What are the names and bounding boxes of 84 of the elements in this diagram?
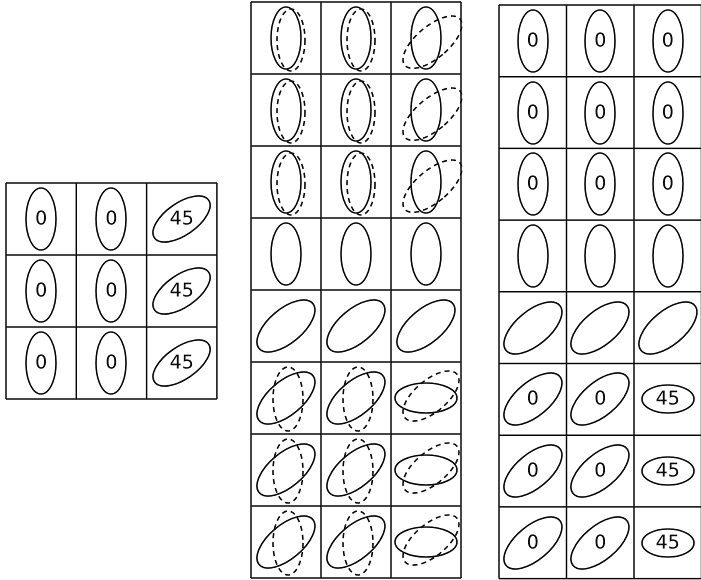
ellipse-node <box>270 78 302 142</box>
ellipse-node <box>640 456 695 486</box>
ellipse-node <box>516 224 549 288</box>
ellipse-node <box>340 78 372 142</box>
ellipse-node <box>652 224 684 288</box>
ellipse-node <box>652 80 684 145</box>
ellipse-node <box>502 444 563 498</box>
ellipse-node <box>256 443 316 497</box>
ellipse-node <box>340 6 372 70</box>
ellipse-node <box>340 222 372 286</box>
ellipse-node <box>326 443 386 497</box>
value-label: 0 <box>594 533 606 552</box>
value-label: 0 <box>105 210 118 228</box>
ellipse-node <box>95 187 128 251</box>
ellipse-node <box>152 194 212 243</box>
value-label: 45 <box>656 533 680 552</box>
ellipse-node <box>396 299 456 353</box>
ellipse-node <box>640 384 695 414</box>
value-label: 45 <box>170 353 194 372</box>
ellipse-node <box>640 528 695 558</box>
ellipse-node <box>25 331 58 395</box>
ellipse-node <box>516 80 549 145</box>
ellipse-node <box>256 515 316 569</box>
value-label: 0 <box>526 103 539 122</box>
value-label: 0 <box>526 390 539 409</box>
ellipse-node <box>394 526 458 558</box>
value-label: 0 <box>35 210 48 228</box>
value-label: 45 <box>170 209 194 228</box>
ellipse-node <box>326 371 386 425</box>
ellipse-node <box>584 152 616 216</box>
ellipse-node <box>570 300 630 355</box>
value-label: 0 <box>594 174 606 194</box>
ellipse-node <box>25 259 58 323</box>
ellipse-node <box>95 259 128 323</box>
value-label: 45 <box>656 390 680 409</box>
ellipse-node <box>570 444 630 498</box>
ellipse-node <box>95 331 128 395</box>
ellipse-node <box>270 6 302 70</box>
ellipse-node <box>638 300 698 355</box>
ellipse-node <box>394 382 458 414</box>
ellipse-node <box>652 8 684 73</box>
ellipse-node <box>270 150 302 214</box>
value-label: 0 <box>526 31 539 50</box>
ellipse-node <box>652 152 684 216</box>
ellipse-node <box>256 371 316 425</box>
value-label: 0 <box>526 174 539 194</box>
ellipse-node <box>270 222 302 286</box>
value-label: 0 <box>35 354 48 372</box>
ellipse-node <box>340 150 372 214</box>
ellipse-node <box>410 150 442 214</box>
ellipse-node <box>584 80 616 145</box>
ellipse-node <box>25 187 58 251</box>
value-label: 0 <box>662 31 674 50</box>
value-label: 0 <box>594 31 606 50</box>
value-label: 0 <box>526 462 539 481</box>
ellipse-node <box>502 372 563 426</box>
ellipse-node <box>516 8 549 73</box>
ellipse-node <box>152 338 212 387</box>
ellipse-node <box>584 8 616 73</box>
ellipse-node <box>326 515 386 569</box>
ellipse-node <box>410 6 442 70</box>
value-label: 0 <box>105 354 118 372</box>
value-label: 0 <box>662 103 674 122</box>
value-label: 45 <box>656 462 680 481</box>
value-label: 0 <box>526 533 539 552</box>
ellipse-node <box>394 454 458 486</box>
value-label: 0 <box>35 282 48 300</box>
value-label: 0 <box>594 390 606 409</box>
ellipse-node <box>570 372 630 426</box>
ellipse-node <box>152 266 212 315</box>
ellipse-node <box>326 299 386 353</box>
ellipse-node <box>502 516 563 570</box>
ellipse-node <box>516 152 549 216</box>
ellipse-node <box>256 299 316 353</box>
ellipse-node <box>410 222 442 286</box>
value-label: 0 <box>105 282 118 300</box>
value-label: 0 <box>594 103 606 122</box>
value-label: 0 <box>662 174 674 194</box>
ellipse-node <box>410 78 442 142</box>
ellipse-node <box>570 516 630 570</box>
ellipse-node <box>584 224 616 288</box>
value-label: 0 <box>594 462 606 481</box>
ellipse-node <box>502 300 563 355</box>
value-label: 45 <box>170 281 194 300</box>
